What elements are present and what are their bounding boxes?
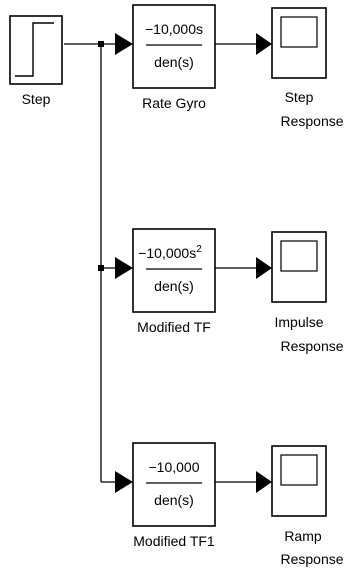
arrowhead-rate-gyro	[115, 33, 133, 55]
modified-tf1-label: Modified TF1	[133, 533, 215, 549]
rate-gyro-block-body[interactable]	[132, 4, 216, 89]
step-response-scope-screen	[280, 16, 318, 48]
arrowhead-modified-tf	[115, 257, 133, 279]
modified-tf1-denominator: den(s)	[154, 492, 194, 508]
branch-point-2	[98, 265, 104, 271]
step-response-scope[interactable]	[271, 7, 327, 79]
modified-tf-numerator: −10,000s2	[138, 244, 202, 261]
rate-gyro-denominator: den(s)	[154, 54, 194, 70]
step-response-label-line1: Step	[285, 89, 314, 105]
modified-tf1-numerator: −10,000	[149, 459, 200, 475]
arrowhead-step-scope	[256, 33, 272, 55]
impulse-response-scope-screen	[280, 240, 318, 272]
arrowhead-ramp-scope	[256, 471, 272, 493]
modified-tf-block-body[interactable]	[132, 228, 216, 313]
modified-tf-denominator: den(s)	[154, 278, 194, 294]
rate-gyro-numerator: −10,000s	[145, 21, 203, 37]
branch-point-1	[98, 41, 104, 47]
step-icon	[15, 22, 54, 77]
impulse-response-scope[interactable]	[271, 231, 327, 303]
arrowhead-impulse-scope	[256, 257, 272, 279]
step-response-label-line2: Response	[280, 113, 343, 129]
signal-wires	[64, 43, 256, 483]
modified-tf1-block-body[interactable]	[132, 442, 216, 527]
ramp-response-label-line2: Response	[280, 551, 343, 567]
step-block[interactable]	[9, 15, 63, 85]
impulse-response-label-line2: Response	[280, 338, 343, 354]
impulse-response-label-line1: Impulse	[274, 314, 323, 330]
modified-tf-label: Modified TF	[137, 319, 211, 335]
arrowhead-modified-tf1	[115, 471, 133, 493]
rate-gyro-label: Rate Gyro	[142, 95, 206, 111]
modified-tf1-block[interactable]: −10,000 den(s)	[132, 442, 216, 527]
step-block-label: Step	[22, 91, 51, 107]
modified-tf-block[interactable]: −10,000s2 den(s)	[132, 228, 216, 313]
ramp-response-label-line1: Ramp	[284, 528, 322, 544]
ramp-response-scope[interactable]	[271, 445, 327, 517]
step-block-body[interactable]	[9, 15, 63, 85]
rate-gyro-block[interactable]: −10,000s den(s)	[132, 4, 216, 89]
ramp-response-scope-screen	[280, 454, 318, 486]
